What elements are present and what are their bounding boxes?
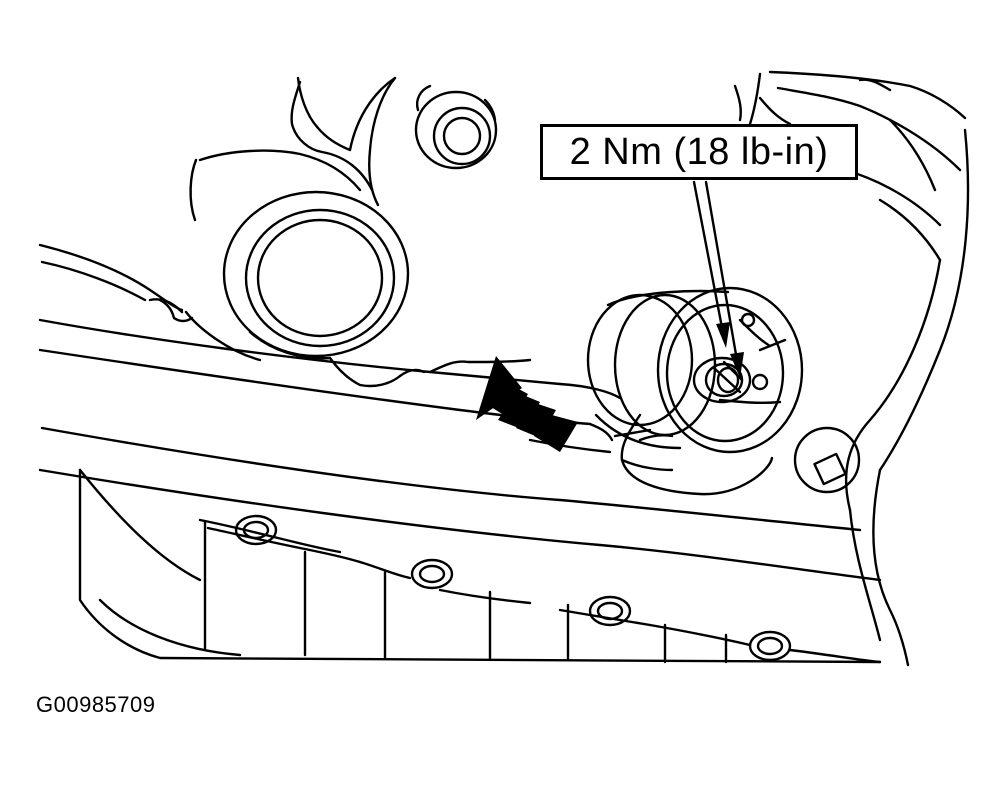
torque-leader-lines bbox=[692, 180, 744, 378]
right-housing bbox=[748, 72, 970, 667]
pan-bolt bbox=[234, 514, 278, 546]
flange-detail bbox=[466, 358, 612, 454]
upper-boss bbox=[414, 84, 498, 170]
pan-bolt bbox=[748, 630, 792, 662]
pan-bolt bbox=[410, 558, 454, 590]
torque-spec-label: 2 Nm (18 lb-in) bbox=[540, 124, 858, 180]
pan-bolts bbox=[234, 514, 792, 662]
housing-outline bbox=[38, 70, 967, 314]
direction-arrow-icon bbox=[476, 356, 578, 452]
figure-id: G00985709 bbox=[36, 692, 156, 717]
drain-plug bbox=[793, 426, 861, 494]
pan-bolt bbox=[588, 595, 632, 627]
pan-flange bbox=[38, 298, 882, 582]
solenoid-nut bbox=[692, 356, 752, 404]
solenoid-assembly bbox=[586, 286, 804, 496]
round-port bbox=[184, 190, 410, 362]
